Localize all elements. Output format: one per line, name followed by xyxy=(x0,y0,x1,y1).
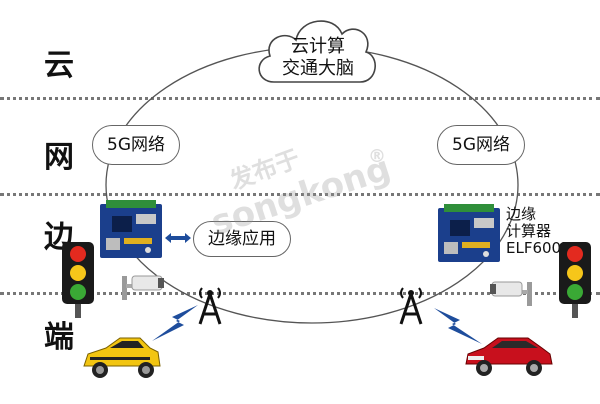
cloud-node-line1: 云计算 xyxy=(268,36,368,58)
red-car-icon xyxy=(462,332,554,380)
cloud-node-line2: 交通大脑 xyxy=(268,58,368,80)
edge-device-line2: 计算器 xyxy=(506,223,573,240)
watermark-reg: ® xyxy=(368,146,386,167)
edge-board-icon-right xyxy=(436,202,502,266)
network-node-left: 5G网络 xyxy=(92,125,180,165)
traffic-light-icon xyxy=(60,240,96,318)
security-camera-icon xyxy=(120,272,166,304)
layer-label-cloud: 云 xyxy=(44,40,74,84)
yellow-car-icon xyxy=(80,332,162,382)
edge-board-icon xyxy=(98,198,164,262)
double-arrow-icon xyxy=(164,231,192,245)
edge-device-line1: 边缘 xyxy=(506,206,573,223)
security-camera-icon-right xyxy=(488,278,534,310)
cloud-node-label: 云计算 交通大脑 xyxy=(268,36,368,80)
network-node-right: 5G网络 xyxy=(437,125,525,165)
cell-tower-icon-right xyxy=(393,284,429,326)
layer-label-device: 端 xyxy=(44,312,74,356)
layer-label-network: 网 xyxy=(44,132,74,176)
traffic-light-icon-right xyxy=(557,240,593,318)
